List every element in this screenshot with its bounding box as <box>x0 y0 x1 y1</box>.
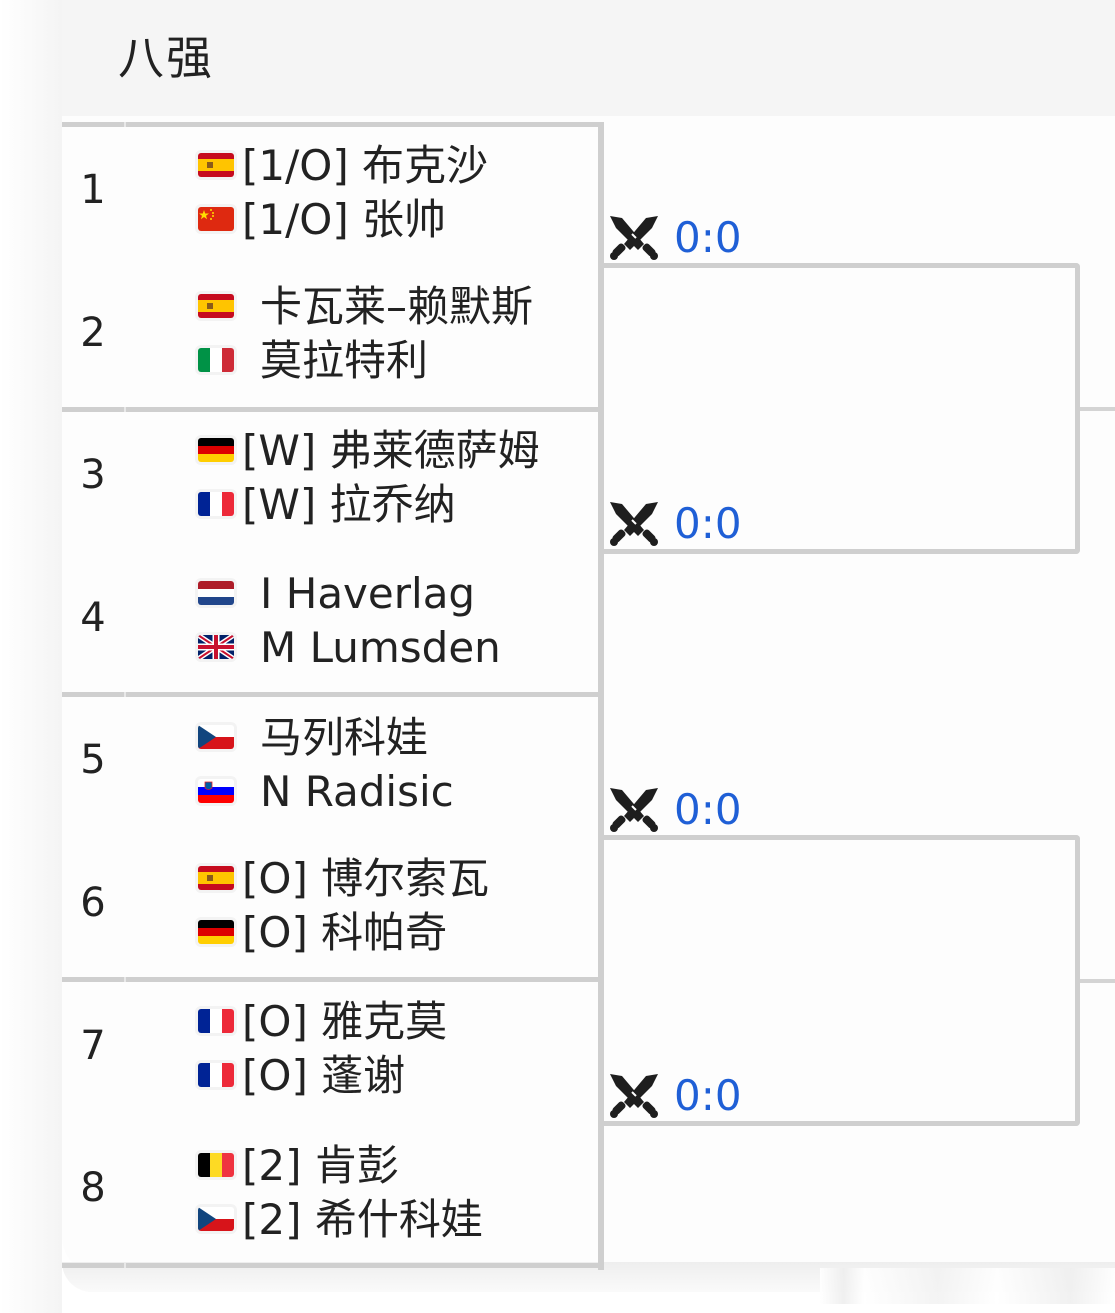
bracket-connector-semifinal-2 <box>604 835 1080 1126</box>
bracket-link <box>1080 407 1115 411</box>
match-score: 0:0 <box>674 785 742 834</box>
crossed-swords-icon <box>608 500 660 548</box>
entry-group-6[interactable]: 6 [O] 博尔索瓦 [O] 科帕奇 <box>62 840 600 1125</box>
player-name: 卡瓦莱–赖默斯 <box>260 282 534 331</box>
divider <box>62 692 600 697</box>
spain-flag-icon <box>198 294 234 318</box>
france-flag-icon <box>198 1009 234 1033</box>
match-4[interactable]: 0:0 <box>606 1070 806 1122</box>
player-name: [1/O] 布克沙 <box>242 141 489 190</box>
player-name: [W] 拉乔纳 <box>242 480 456 529</box>
player-name: [2] 肯彭 <box>242 1141 399 1190</box>
player-row[interactable]: [O] 科帕奇 <box>62 906 600 960</box>
china-flag-icon <box>198 207 234 231</box>
seed-number: 6 <box>80 880 106 926</box>
player-row[interactable]: 马列科娃 <box>62 711 600 765</box>
player-row[interactable]: [W] 弗莱德萨姆 <box>62 424 600 478</box>
bracket-connector-semifinal-1 <box>604 263 1080 554</box>
crossed-swords-icon <box>608 1072 660 1120</box>
match-1[interactable]: 0:0 <box>606 212 806 264</box>
germany-flag-icon <box>198 920 234 944</box>
horizontal-scrollbar[interactable] <box>820 1268 1115 1304</box>
slovenia-flag-icon <box>198 779 234 803</box>
italy-flag-icon <box>198 348 234 372</box>
match-score: 0:0 <box>674 1071 742 1120</box>
player-row[interactable]: [2] 希什科娃 <box>62 1193 600 1247</box>
player-name: N Radisic <box>260 767 454 816</box>
player-row[interactable]: [1/O] 布克沙 <box>62 139 600 193</box>
left-edge <box>0 0 62 1313</box>
player-row[interactable]: [O] 蓬谢 <box>62 1049 600 1103</box>
round-header: 八强 <box>62 0 1115 116</box>
round-title: 八强 <box>118 31 214 85</box>
player-name: [O] 科帕奇 <box>242 908 448 957</box>
player-name: 马列科娃 <box>260 713 429 762</box>
divider <box>62 977 600 982</box>
seed-number: 3 <box>80 452 106 498</box>
match-2[interactable]: 0:0 <box>606 498 806 550</box>
spain-flag-icon <box>198 866 234 890</box>
spain-flag-icon <box>198 153 234 177</box>
bracket-vertical-line <box>598 122 604 1270</box>
entry-group-8[interactable]: 8 [2] 肯彭 [2] 希什科娃 <box>62 1125 600 1313</box>
seed-number: 7 <box>80 1023 106 1069</box>
player-name: [1/O] 张帅 <box>242 195 447 244</box>
seed-number: 1 <box>80 167 106 213</box>
match-score: 0:0 <box>674 499 742 548</box>
entry-group-3[interactable]: 3 [W] 弗莱德萨姆 [W] 拉乔纳 <box>62 412 600 697</box>
entry-group-2[interactable]: 2 卡瓦莱–赖默斯 莫拉特利 <box>62 270 600 555</box>
divider <box>62 122 600 127</box>
bracket-link <box>1080 979 1115 983</box>
player-row[interactable]: [W] 拉乔纳 <box>62 478 600 532</box>
crossed-swords-icon <box>608 786 660 834</box>
player-name: [W] 弗莱德萨姆 <box>242 426 540 475</box>
player-name: [2] 希什科娃 <box>242 1195 483 1244</box>
netherlands-flag-icon <box>198 581 234 605</box>
czech-republic-flag-icon <box>198 725 234 749</box>
france-flag-icon <box>198 492 234 516</box>
seed-number: 8 <box>80 1165 106 1211</box>
player-name: [O] 博尔索瓦 <box>242 854 490 903</box>
player-name: 莫拉特利 <box>260 336 429 385</box>
player-row[interactable]: [O] 博尔索瓦 <box>62 852 600 906</box>
player-row[interactable]: [2] 肯彭 <box>62 1139 600 1193</box>
match-3[interactable]: 0:0 <box>606 784 806 836</box>
czech-republic-flag-icon <box>198 1207 234 1231</box>
player-row[interactable]: I Haverlag <box>62 567 600 621</box>
seed-number: 5 <box>80 737 106 783</box>
entry-group-4[interactable]: 4 I Haverlag M Lumsden <box>62 555 600 840</box>
player-name: [O] 蓬谢 <box>242 1051 406 1100</box>
divider <box>62 1263 600 1268</box>
france-flag-icon <box>198 1063 234 1087</box>
belgium-flag-icon <box>198 1153 234 1177</box>
player-name: M Lumsden <box>260 623 501 672</box>
player-name: I Haverlag <box>260 569 476 618</box>
divider <box>62 407 600 412</box>
seed-number: 4 <box>80 595 106 641</box>
player-row[interactable]: [1/O] 张帅 <box>62 193 600 247</box>
player-row[interactable]: 卡瓦莱–赖默斯 <box>62 280 600 334</box>
player-row[interactable]: [O] 雅克莫 <box>62 995 600 1049</box>
player-row[interactable]: N Radisic <box>62 765 600 819</box>
crossed-swords-icon <box>608 214 660 262</box>
player-row[interactable]: M Lumsden <box>62 621 600 675</box>
entry-group-5[interactable]: 5 马列科娃 N Radisic <box>62 697 600 982</box>
united-kingdom-flag-icon <box>198 635 234 659</box>
player-name: [O] 雅克莫 <box>242 997 448 1046</box>
player-row[interactable]: 莫拉特利 <box>62 334 600 388</box>
entry-group-7[interactable]: 7 [O] 雅克莫 [O] 蓬谢 <box>62 983 600 1268</box>
entry-group-1[interactable]: 1 [1/O] 布克沙 [1/O] 张帅 <box>62 127 600 412</box>
match-score: 0:0 <box>674 213 742 262</box>
germany-flag-icon <box>198 438 234 462</box>
seed-number: 2 <box>80 310 106 356</box>
